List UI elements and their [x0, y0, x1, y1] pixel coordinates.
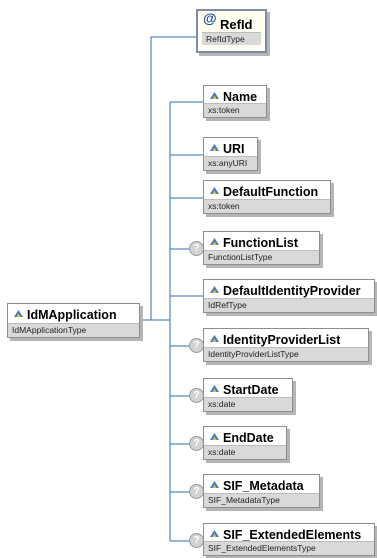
element-startdate[interactable]: StartDate xs:date [203, 378, 293, 412]
element-type: IdentityProviderListType [204, 347, 368, 361]
element-icon [210, 286, 219, 293]
element-type: xs:token [204, 103, 266, 117]
element-icon [210, 433, 219, 440]
element-type: xs:date [204, 397, 292, 411]
optional-icon: ? [189, 388, 204, 403]
element-icon [210, 530, 219, 537]
element-name[interactable]: Name xs:token [203, 85, 267, 118]
element-enddate[interactable]: EndDate xs:date [203, 426, 287, 460]
element-defaultidentityprovider[interactable]: DefaultIdentityProvider IdRefType [203, 279, 375, 313]
element-icon [210, 187, 219, 194]
attribute-icon: @ [203, 10, 217, 26]
element-type: FunctionListType [204, 250, 319, 264]
element-uri[interactable]: URI xs:anyURI [203, 137, 258, 171]
element-type: IdRefType [204, 298, 374, 312]
element-functionlist[interactable]: FunctionList FunctionListType [203, 231, 320, 265]
element-defaultfunction[interactable]: DefaultFunction xs:token [203, 180, 331, 214]
attribute-name: RefId [220, 17, 253, 32]
root-element[interactable]: IdMApplication IdMApplicationType [7, 303, 140, 338]
attribute-node[interactable]: @ RefId RefIdType [196, 9, 267, 53]
optional-icon: ? [189, 436, 204, 451]
element-type: SIF_MetadataType [204, 493, 319, 507]
optional-icon: ? [189, 533, 204, 548]
element-icon [210, 385, 219, 392]
element-sif-metadata[interactable]: SIF_Metadata SIF_MetadataType [203, 474, 320, 508]
element-type: xs:date [204, 445, 286, 459]
element-icon [210, 144, 219, 151]
element-identityproviderlist[interactable]: IdentityProviderList IdentityProviderLis… [203, 328, 369, 362]
element-type: xs:token [204, 199, 330, 213]
element-type: SIF_ExtendedElementsType [204, 541, 374, 555]
optional-icon: ? [189, 241, 204, 256]
attribute-type: RefIdType [202, 32, 261, 45]
element-icon [210, 481, 219, 488]
root-type: IdMApplicationType [8, 323, 139, 337]
element-icon [14, 310, 23, 317]
optional-icon: ? [189, 484, 204, 499]
element-icon [210, 335, 219, 342]
element-sif-extendedelements[interactable]: SIF_ExtendedElements SIF_ExtendedElement… [203, 523, 375, 556]
element-icon [210, 238, 219, 245]
optional-icon: ? [189, 338, 204, 353]
element-type: xs:anyURI [204, 156, 257, 170]
root-name: IdMApplication [27, 308, 117, 322]
element-icon [210, 92, 219, 99]
